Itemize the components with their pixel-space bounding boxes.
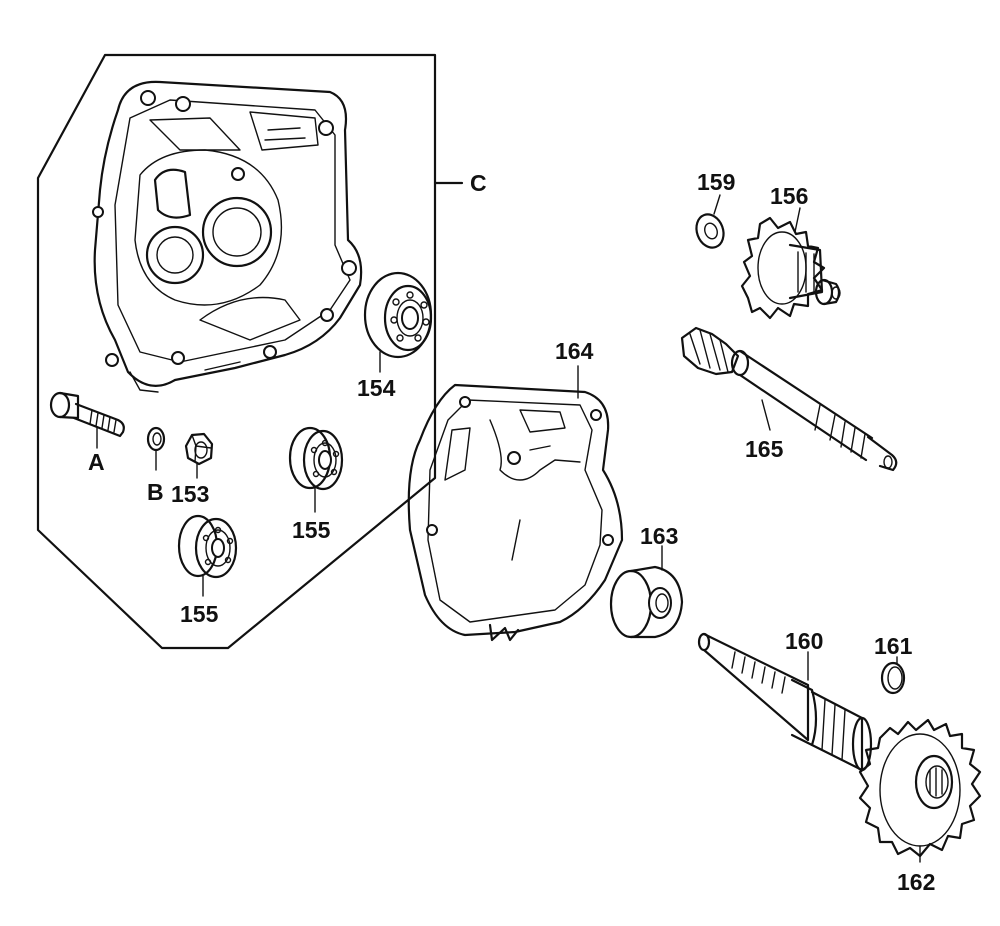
stud-bolt-a — [49, 391, 125, 438]
bearing-154 — [363, 271, 433, 359]
leader-159 — [713, 194, 721, 215]
bearing-155-upper — [288, 426, 344, 491]
washer-159 — [695, 213, 725, 249]
label-155-upper: 155 — [292, 517, 331, 543]
washer-b — [146, 426, 166, 452]
kit-outline — [36, 53, 437, 650]
label-154: 154 — [357, 375, 396, 401]
label-165: 165 — [745, 436, 784, 462]
leader-165 — [761, 399, 771, 431]
gear-162 — [858, 718, 982, 858]
shaft-165 — [680, 326, 898, 472]
shaft-160 — [697, 632, 873, 772]
label-a: A — [88, 449, 105, 475]
circlip-161 — [880, 661, 906, 695]
label-155-lower: 155 — [180, 601, 219, 627]
label-153: 153 — [171, 481, 209, 507]
label-159: 159 — [697, 169, 735, 195]
bearing-155-lower — [177, 514, 238, 579]
label-156: 156 — [770, 183, 808, 209]
crankcase-cover — [92, 80, 363, 393]
leader-156 — [794, 207, 801, 233]
label-160: 160 — [785, 628, 823, 654]
label-163: 163 — [640, 523, 678, 549]
nut-153 — [184, 432, 214, 466]
label-161: 161 — [874, 633, 913, 659]
label-162: 162 — [897, 869, 935, 895]
label-164: 164 — [555, 338, 594, 364]
seal-163 — [609, 565, 684, 639]
gasket-164 — [407, 383, 624, 642]
label-c: C — [470, 170, 487, 196]
label-b: B — [147, 479, 164, 505]
gear-156 — [740, 216, 841, 320]
